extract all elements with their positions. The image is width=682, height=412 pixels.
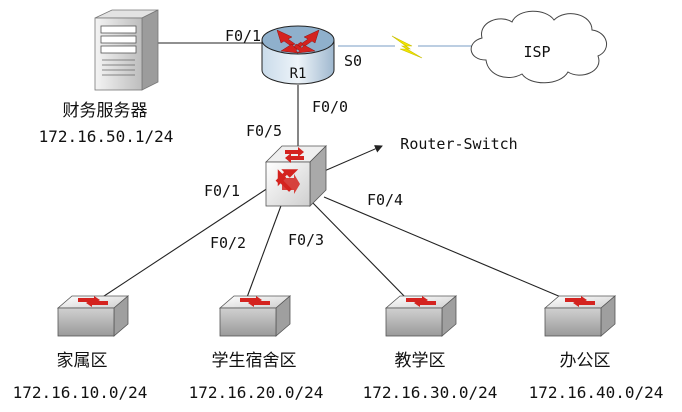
area-subnet-dorm: 172.16.20.0/24	[189, 383, 324, 402]
router-switch-label: Router-Switch	[400, 135, 517, 153]
core-port-f05: F0/5	[246, 122, 282, 140]
router-switch-pointer-arrow	[321, 145, 383, 173]
access-switch-office[interactable]	[543, 295, 617, 337]
area-subnet-office: 172.16.40.0/24	[529, 383, 664, 402]
link-core-to-office	[323, 196, 569, 301]
link-core-to-teaching	[309, 199, 409, 301]
area-name-dorm: 学生宿舍区	[212, 351, 297, 371]
core-port-f01: F0/1	[204, 182, 240, 200]
router-name: R1	[290, 66, 307, 82]
access-switch-teaching[interactable]	[384, 295, 458, 337]
cloud-icon	[470, 10, 607, 84]
isp-cloud[interactable]: ISP	[470, 10, 607, 84]
area-name-teaching: 教学区	[395, 351, 446, 371]
switch-icon	[218, 295, 292, 337]
router-port-s0: S0	[344, 52, 362, 70]
router-port-f01: F0/1	[225, 27, 261, 45]
finance-server-name: 财务服务器	[63, 101, 148, 121]
switch-icon	[543, 295, 617, 337]
multilayer-switch-icon	[265, 145, 327, 207]
link-core-to-jiashuqu	[97, 187, 269, 301]
finance-server-ip: 172.16.50.1/24	[39, 127, 174, 146]
core-port-f03: F0/3	[288, 231, 324, 249]
router-r1[interactable]: R1 F0/1 S0 F0/0	[225, 25, 362, 116]
switch-icon	[384, 295, 458, 337]
area-subnet-teaching: 172.16.30.0/24	[363, 383, 498, 402]
area-subnet-jiashuqu: 172.16.10.0/24	[13, 383, 148, 402]
area-name-jiashuqu: 家属区	[57, 351, 108, 371]
link-core-to-dorm	[245, 202, 283, 301]
router-port-f00: F0/0	[312, 98, 348, 116]
server-icon	[94, 9, 159, 91]
router-icon	[261, 25, 335, 85]
area-name-office: 办公区	[560, 351, 611, 371]
access-switch-dorm[interactable]	[218, 295, 292, 337]
lightning-bolt-icon	[391, 35, 423, 59]
switch-icon	[56, 295, 130, 337]
access-switch-jiashuqu[interactable]	[56, 295, 130, 337]
links	[97, 35, 569, 301]
core-port-f02: F0/2	[210, 234, 246, 252]
core-router-switch[interactable]: F0/5 Router-Switch F0/1 F0/2 F0/3 F0/4	[204, 122, 518, 252]
isp-name: ISP	[523, 43, 550, 61]
finance-server[interactable]: 财务服务器 172.16.50.1/24	[39, 9, 174, 146]
core-port-f04: F0/4	[367, 191, 403, 209]
